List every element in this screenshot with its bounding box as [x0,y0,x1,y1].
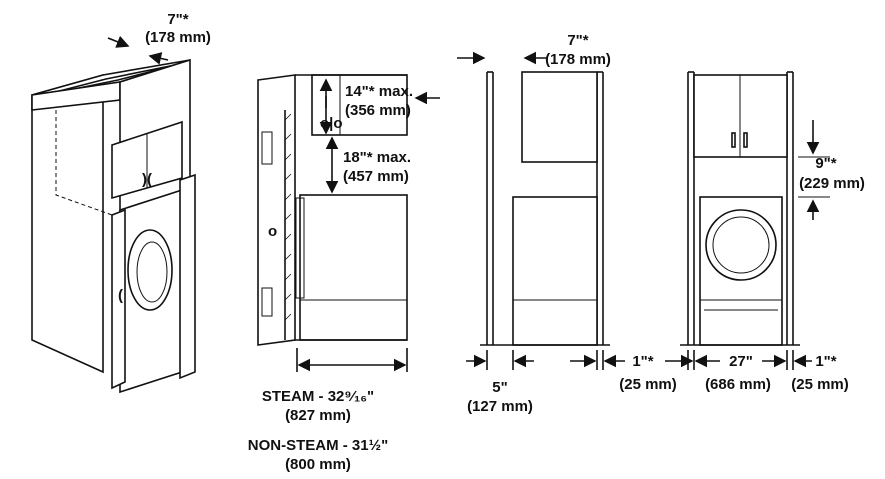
dryer-body [119,188,183,394]
side-clearance-right-inches: 1"* [815,353,836,370]
side-gap-inches: 18"* max. [343,149,411,166]
front-top-depth-mm: (178 mm) [545,51,611,68]
left-clearance-mm: (127 mm) [467,398,533,415]
cabinet-handle-icon: )( [142,171,152,188]
side-clearance-right-mm: (25 mm) [791,376,849,393]
steam-depth-inches: STEAM - 32⁹⁄₁₆" [262,388,374,405]
dryer-door-icon [705,209,777,281]
side-clearance-left-mm: (25 mm) [619,376,677,393]
svg-text:o|o: o|o [320,115,343,132]
steam-depth-mm: (827 mm) [285,407,351,424]
right-gap-inches: 9"* [815,155,836,172]
middle-dryer [512,196,598,346]
right-dryer [699,196,783,346]
top-depth-mm: (178 mm) [145,29,211,46]
left-clearance-inches: 5" [492,379,507,396]
svg-text:(: ( [118,287,123,304]
closet-left-panel [31,73,104,374]
side-cabinet-depth-mm: (356 mm) [345,102,411,119]
isometric-closet-view: )( ( [31,58,196,394]
top-depth-inches: 7"* [167,11,188,28]
right-front-view [680,71,800,346]
side-gap-mm: (457 mm) [343,168,409,185]
nonsteam-depth-mm: (800 mm) [285,456,351,473]
middle-upper-cabinet [521,71,598,163]
middle-front-view [480,71,610,346]
nonsteam-depth-inches: NON-STEAM - 31½" [248,437,388,454]
closet-door-right [179,173,196,380]
closet-door-left [111,208,126,390]
front-top-depth-inches: 7"* [567,32,588,49]
closet-width-mm: (686 mm) [705,376,771,393]
dryer-door-icon [127,229,173,311]
side-dryer [299,194,408,341]
side-clearance-left-inches: 1"* [632,353,653,370]
closet-width-inches: 27" [729,353,753,370]
svg-text:o: o [268,223,277,240]
side-cabinet-depth-inches: 14"* max. [345,83,413,100]
right-gap-mm: (229 mm) [799,175,865,192]
